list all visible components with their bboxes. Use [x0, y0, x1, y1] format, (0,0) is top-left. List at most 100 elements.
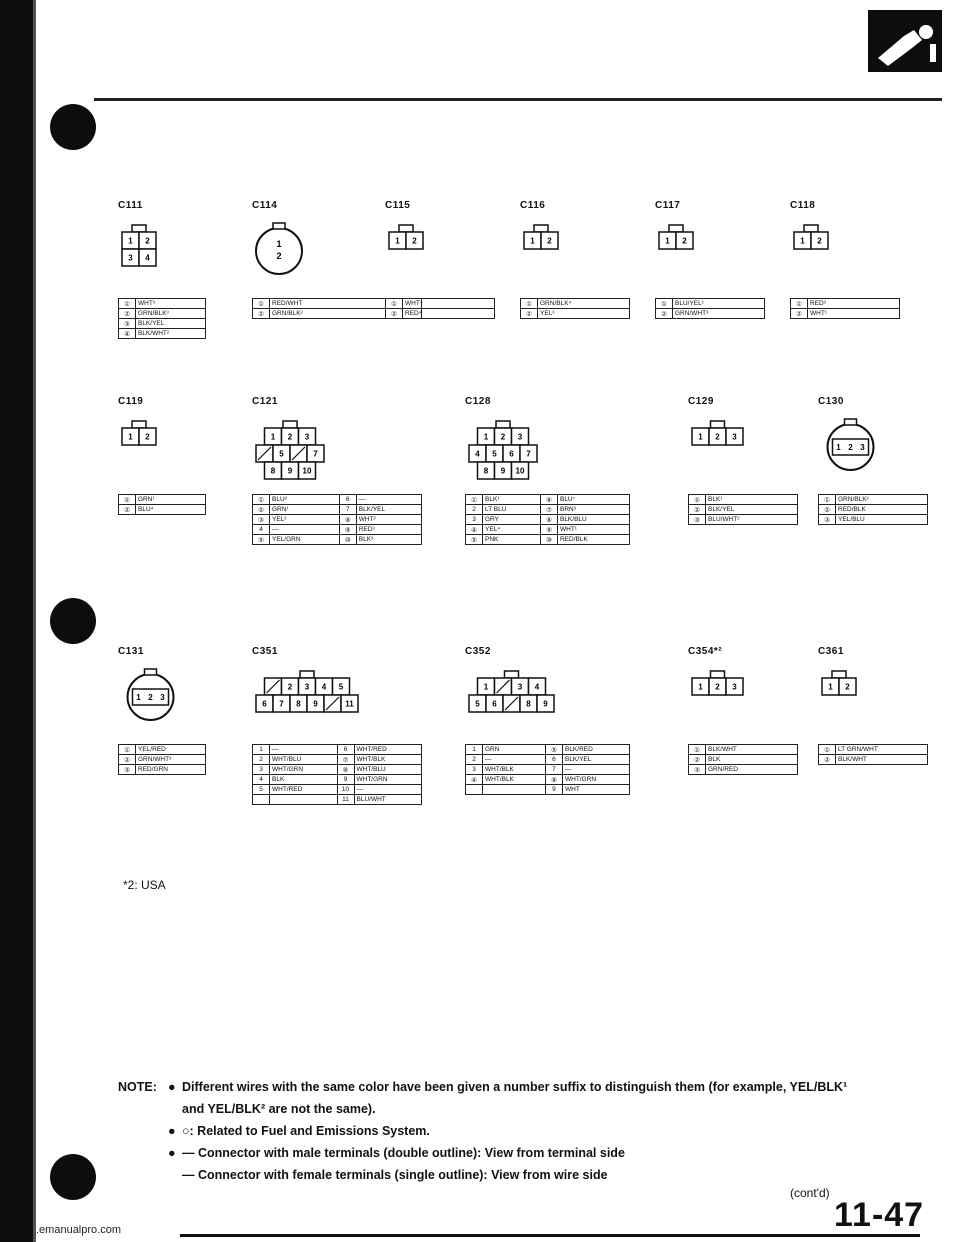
footnote: *2: USA: [123, 878, 166, 892]
wire-color-cell: WHT/RED: [269, 784, 338, 795]
pin-number: 2: [288, 433, 293, 442]
wire-color-cell: LT BLU: [482, 504, 541, 515]
wire-color-cell: GRN/BLK⁴: [537, 298, 630, 309]
pin-number: 4: [322, 683, 327, 692]
pin-number-cell: ③: [688, 514, 706, 525]
connector-label: C354*²: [688, 646, 723, 657]
note-bullet-3: — Connector with male terminals (double …: [182, 1146, 625, 1160]
pin-number: 2: [547, 237, 552, 246]
wire-color-cell: BRN³: [556, 504, 631, 515]
pin-number-cell: ⑥: [539, 494, 558, 505]
pin-number: 1: [271, 433, 276, 442]
wire-color-cell: YEL⁴: [482, 524, 541, 535]
wire-color-cell: BLK/BLU: [556, 514, 631, 525]
pin-number: 1: [484, 683, 489, 692]
pin-number: 1: [698, 433, 703, 442]
connector-lock-tab: [709, 670, 726, 679]
pin-number-cell: ⑩: [539, 534, 558, 545]
pin-cell: [810, 231, 829, 250]
connector-label: C117: [655, 200, 681, 211]
wire-color-cell: —: [482, 754, 546, 765]
pin-number-cell: 11: [336, 794, 355, 805]
pin-number: 1: [800, 237, 805, 246]
pin-number-cell: ③: [118, 764, 136, 775]
pin-number-cell: 5: [252, 784, 270, 795]
pin-number-cell: 9: [336, 774, 355, 785]
pin-number-cell: ②: [118, 504, 136, 515]
site-watermark: .emanualpro.com: [36, 1224, 121, 1236]
pin-number: 1: [828, 683, 833, 692]
wire-color-cell: BLK/YEL: [135, 318, 206, 329]
pin-number: 2: [715, 433, 720, 442]
pin-number: 3: [160, 693, 165, 702]
connector-label: C114: [252, 200, 278, 211]
connector-label: C131: [118, 646, 144, 657]
connector-lock-tab: [131, 420, 147, 429]
pin-number-cell: ②: [688, 754, 706, 765]
pin-number-cell: ②: [655, 308, 673, 319]
pin-number: 9: [543, 700, 548, 709]
wire-color-cell: WHT/BLK: [482, 764, 546, 775]
wire-color-cell: WHT/GRN: [353, 774, 422, 785]
empty-cavity: [291, 446, 306, 461]
note-label: NOTE:: [118, 1080, 157, 1094]
pin-cell: [725, 677, 744, 696]
wire-color-cell: WHT/RED: [353, 744, 422, 755]
c114-connector-face: 12: [255, 222, 303, 275]
pin-number: 9: [501, 467, 506, 476]
wire-color-cell: BLU/WHT: [353, 794, 422, 805]
pin-number: 2: [501, 433, 506, 442]
wire-color-cell: BLK/WHT²: [135, 328, 206, 339]
wire-color-cell: BLU⁴: [135, 504, 206, 515]
pin-number-cell: ⑧: [539, 514, 558, 525]
pin-number-cell: ③: [688, 764, 706, 775]
pin-number-cell: 6: [336, 744, 355, 755]
wire-color-cell: BLU⁷: [556, 494, 631, 505]
pin-number-cell: ②: [688, 504, 706, 515]
pin-number-cell: ①: [520, 298, 538, 309]
pin-number-cell: ⑨: [539, 524, 558, 535]
pin-number-cell: ②: [252, 308, 270, 319]
pin-number-cell: ⑩: [338, 534, 357, 545]
pin-number-cell: 2: [465, 504, 483, 515]
pin-number: 2: [145, 433, 150, 442]
pin-number-cell: ①: [818, 744, 836, 755]
binding-hole-top: [50, 104, 96, 150]
wire-color-cell: BLU/WHT²: [705, 514, 798, 525]
wire-color-cell: BLK/YEL: [355, 504, 423, 515]
pin-number: 3: [518, 433, 523, 442]
pin-number: 1: [530, 237, 535, 246]
pin-number: 6: [492, 700, 497, 709]
pin-number-cell: ②: [385, 308, 403, 319]
connector-label: C118: [790, 200, 816, 211]
pin-number: 2: [715, 683, 720, 692]
